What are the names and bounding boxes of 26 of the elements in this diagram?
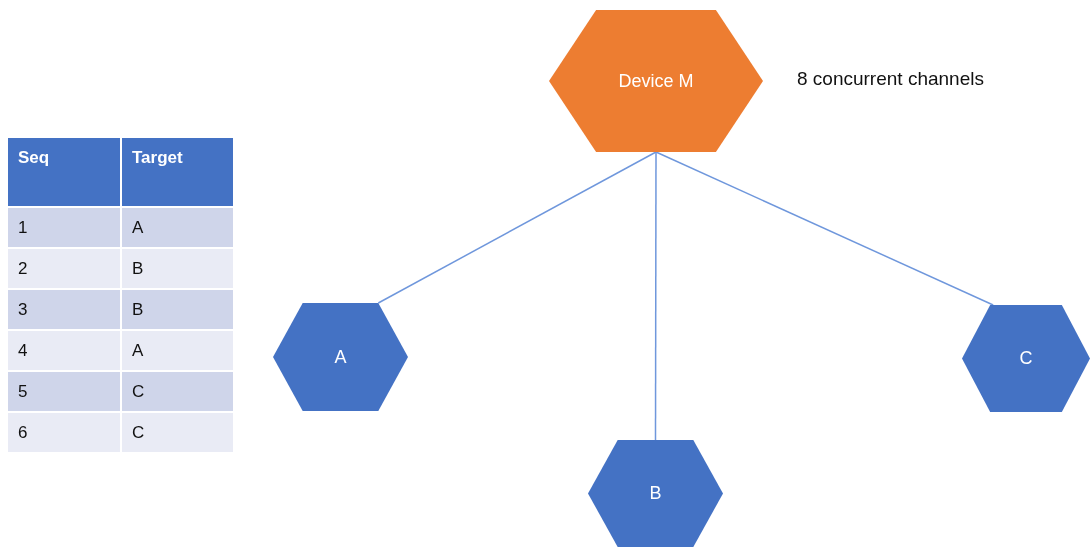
connector-line xyxy=(377,151,657,304)
connector-line xyxy=(654,151,657,441)
table-cell: C xyxy=(122,413,233,452)
node-label: A xyxy=(334,346,347,368)
table-cell: A xyxy=(122,331,233,370)
table-cell: C xyxy=(122,372,233,411)
annotation-text: 8 concurrent channels xyxy=(797,68,984,90)
connector-line xyxy=(655,151,994,306)
hexagon-node xyxy=(962,305,1090,412)
table-cell: 6 xyxy=(8,413,120,452)
table-cell: 1 xyxy=(8,208,120,247)
header-cell: Seq xyxy=(8,138,120,206)
node-label: Device M xyxy=(618,70,694,92)
hexagon-node xyxy=(588,440,723,547)
table-cell: B xyxy=(122,290,233,329)
hexagon-node xyxy=(273,303,408,411)
table-cell: 5 xyxy=(8,372,120,411)
table-cell: 2 xyxy=(8,249,120,288)
table-cell: 4 xyxy=(8,331,120,370)
header-cell: Target xyxy=(122,138,233,206)
hexagon-node xyxy=(549,10,763,152)
node-label: C xyxy=(1019,348,1033,369)
table-cell: 3 xyxy=(8,290,120,329)
table-cell: B xyxy=(122,249,233,288)
node-label: B xyxy=(649,483,662,504)
table-cell: A xyxy=(122,208,233,247)
